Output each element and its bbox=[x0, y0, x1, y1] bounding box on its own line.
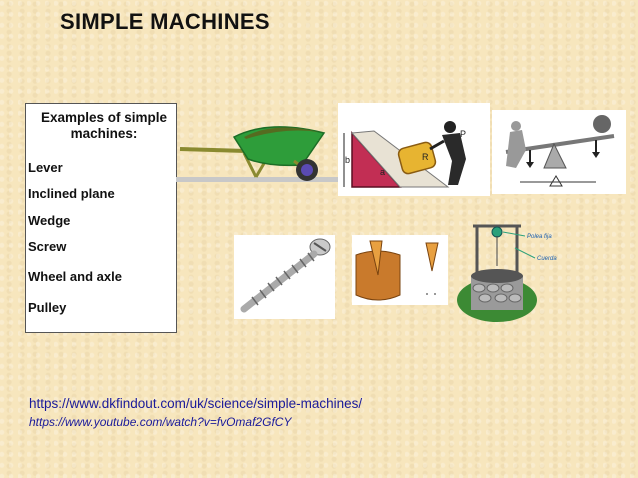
example-lever: Lever bbox=[28, 160, 63, 175]
screw-illustration bbox=[240, 238, 331, 313]
wheelbarrow-illustration bbox=[176, 126, 342, 182]
label-p: P bbox=[460, 129, 466, 139]
label-rope: Cuerda bbox=[537, 256, 557, 262]
examples-heading: Examples of simple machines: bbox=[40, 110, 168, 141]
wedge-illustration bbox=[355, 240, 439, 301]
example-inclined-plane: Inclined plane bbox=[28, 186, 115, 201]
pulley-illustration: Polea fija Cuerda bbox=[457, 224, 557, 322]
lever-illustration bbox=[505, 115, 615, 187]
link-dkfindout[interactable]: https://www.dkfindout.com/uk/science/sim… bbox=[29, 396, 363, 411]
inclined-plane-picture: b a R P bbox=[338, 103, 490, 196]
example-wedge: Wedge bbox=[28, 213, 71, 228]
lever-picture bbox=[492, 110, 626, 194]
link-youtube[interactable]: https://www.youtube.com/watch?v=fvOmaf2G… bbox=[29, 415, 292, 429]
pulley-picture: Polea fija Cuerda bbox=[455, 218, 570, 326]
label-b: b bbox=[345, 155, 350, 165]
examples-box: Examples of simple machines: Lever Incli… bbox=[25, 103, 177, 333]
example-screw: Screw bbox=[28, 239, 67, 254]
screw-picture bbox=[234, 235, 335, 319]
example-pulley: Pulley bbox=[28, 300, 67, 315]
label-fixed-pulley: Polea fija bbox=[527, 234, 552, 240]
slide-title: SIMPLE MACHINES bbox=[60, 9, 270, 34]
label-a: a bbox=[380, 167, 385, 177]
wedge-picture bbox=[352, 235, 448, 305]
inclined-plane-illustration: b a R P bbox=[343, 121, 466, 188]
label-r: R bbox=[422, 152, 429, 162]
example-wheel-and-axle: Wheel and axle bbox=[28, 269, 122, 284]
